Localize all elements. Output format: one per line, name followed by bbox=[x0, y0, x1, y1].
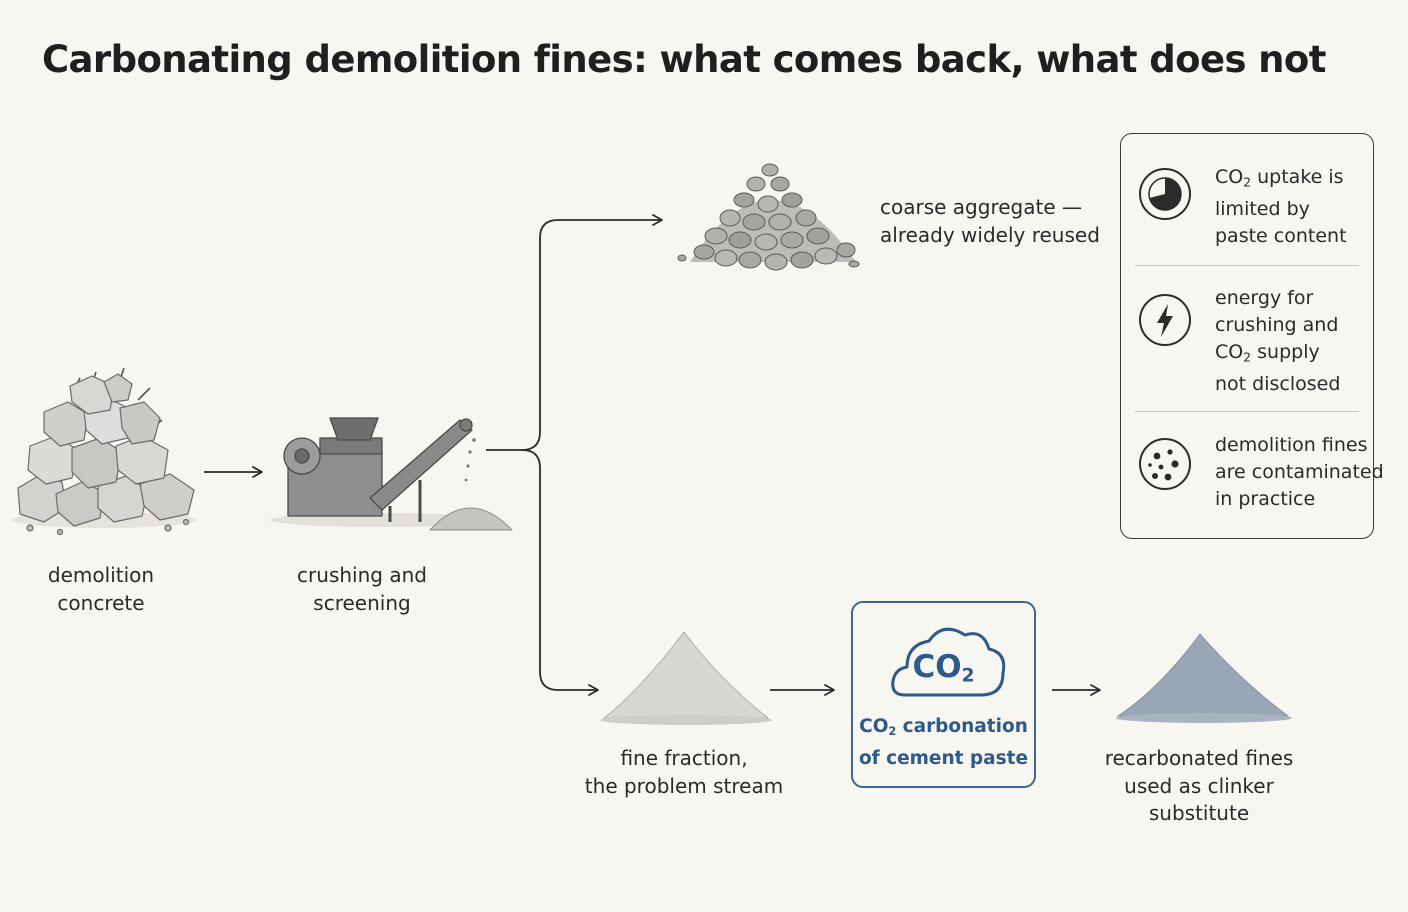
caveat-line: are contaminated bbox=[1215, 461, 1384, 483]
caveat-line: paste content bbox=[1215, 225, 1347, 248]
lightning-bolt-icon bbox=[1139, 294, 1191, 346]
label-line: recarbonated fines bbox=[1104, 746, 1294, 770]
co-text: CO bbox=[859, 716, 889, 737]
cloud-co2-label: CO2 bbox=[853, 649, 1034, 687]
label-line: coarse aggregate — bbox=[880, 195, 1082, 219]
arrow-to-coarse-aggregate bbox=[486, 214, 663, 451]
cloud-co-text: CO bbox=[912, 649, 962, 685]
pie-chart-icon bbox=[1139, 168, 1191, 220]
co2-cloud-icon bbox=[891, 627, 1006, 697]
subscript: 2 bbox=[1243, 350, 1252, 365]
caveat-line: limited by bbox=[1215, 198, 1310, 221]
recarbonated-fines-pile-icon bbox=[1116, 633, 1292, 723]
fine-fraction-pile-icon bbox=[600, 631, 772, 725]
caveat-line: CO2 uptake is bbox=[1215, 164, 1347, 196]
caveats-panel: CO2 uptake is limited by paste content e… bbox=[1120, 133, 1384, 539]
caveat-text: supply bbox=[1251, 341, 1320, 363]
label-recarbonated-fines: recarbonated fines used as clinker subst… bbox=[1104, 745, 1294, 828]
label-line: fine fraction, bbox=[620, 746, 748, 770]
label-line: already widely reused bbox=[880, 222, 1100, 247]
co-text: CO bbox=[1215, 166, 1244, 188]
carbonation-label: CO2 carbonation of cement paste bbox=[853, 713, 1034, 772]
label-text: carbonation bbox=[896, 716, 1028, 737]
caveat-divider bbox=[1135, 411, 1359, 412]
label-crushing-screening: crushing and screening bbox=[282, 562, 442, 617]
caveat-energy-text: energy for crushing and CO2 supply not d… bbox=[1215, 285, 1340, 398]
arrow-to-fine-fraction bbox=[521, 449, 599, 696]
label-line: used as clinker bbox=[1124, 773, 1274, 798]
label-fine-fraction: fine fraction, the problem stream bbox=[584, 745, 784, 800]
label-line: concrete bbox=[57, 590, 145, 615]
caveat-line: crushing and bbox=[1215, 314, 1339, 336]
contaminant-dots-icon bbox=[1139, 438, 1191, 490]
demolition-rubble-icon bbox=[12, 367, 196, 536]
cloud-subscript: 2 bbox=[961, 665, 975, 687]
label-line: demolition bbox=[47, 563, 155, 587]
label-line: substitute bbox=[1148, 801, 1250, 825]
caveat-line: demolition fines bbox=[1215, 434, 1368, 456]
subscript: 2 bbox=[888, 724, 897, 738]
caveat-co2-uptake: CO2 uptake is limited by paste content bbox=[1121, 134, 1373, 266]
co-text: CO bbox=[1215, 341, 1244, 363]
caveat-line: in practice bbox=[1215, 488, 1316, 510]
carbonation-process-box: CO2 CO2 carbonation of cement paste bbox=[851, 601, 1036, 788]
page-title: Carbonating demolition fines: what comes… bbox=[42, 38, 1326, 81]
caveat-co2-uptake-text: CO2 uptake is limited by paste content bbox=[1215, 164, 1347, 250]
carbonation-label-line1: CO2 carbonation bbox=[853, 713, 1034, 745]
label-line: the problem stream bbox=[584, 773, 784, 798]
caveat-contamination-text: demolition fines are contaminated in pra… bbox=[1215, 432, 1384, 513]
label-line: screening bbox=[313, 590, 411, 615]
coarse-aggregate-pile-icon bbox=[677, 163, 860, 271]
caveat-divider bbox=[1135, 265, 1359, 266]
label-demolition-concrete: demolition concrete bbox=[30, 562, 172, 617]
subscript: 2 bbox=[1243, 175, 1252, 190]
caveat-line: CO2 supply bbox=[1215, 339, 1340, 371]
label-line: crushing and bbox=[297, 563, 427, 587]
crusher-conveyor-icon bbox=[270, 417, 513, 531]
carbonation-label-line2: of cement paste bbox=[858, 747, 1029, 769]
caveat-energy: energy for crushing and CO2 supply not d… bbox=[1121, 266, 1373, 412]
caveat-line: energy for bbox=[1215, 287, 1314, 309]
caveat-contamination: demolition fines are contaminated in pra… bbox=[1121, 412, 1384, 538]
caveat-text: uptake is bbox=[1251, 166, 1344, 188]
label-coarse-aggregate: coarse aggregate — already widely reused bbox=[880, 194, 1100, 249]
caveat-line: not disclosed bbox=[1215, 373, 1341, 396]
